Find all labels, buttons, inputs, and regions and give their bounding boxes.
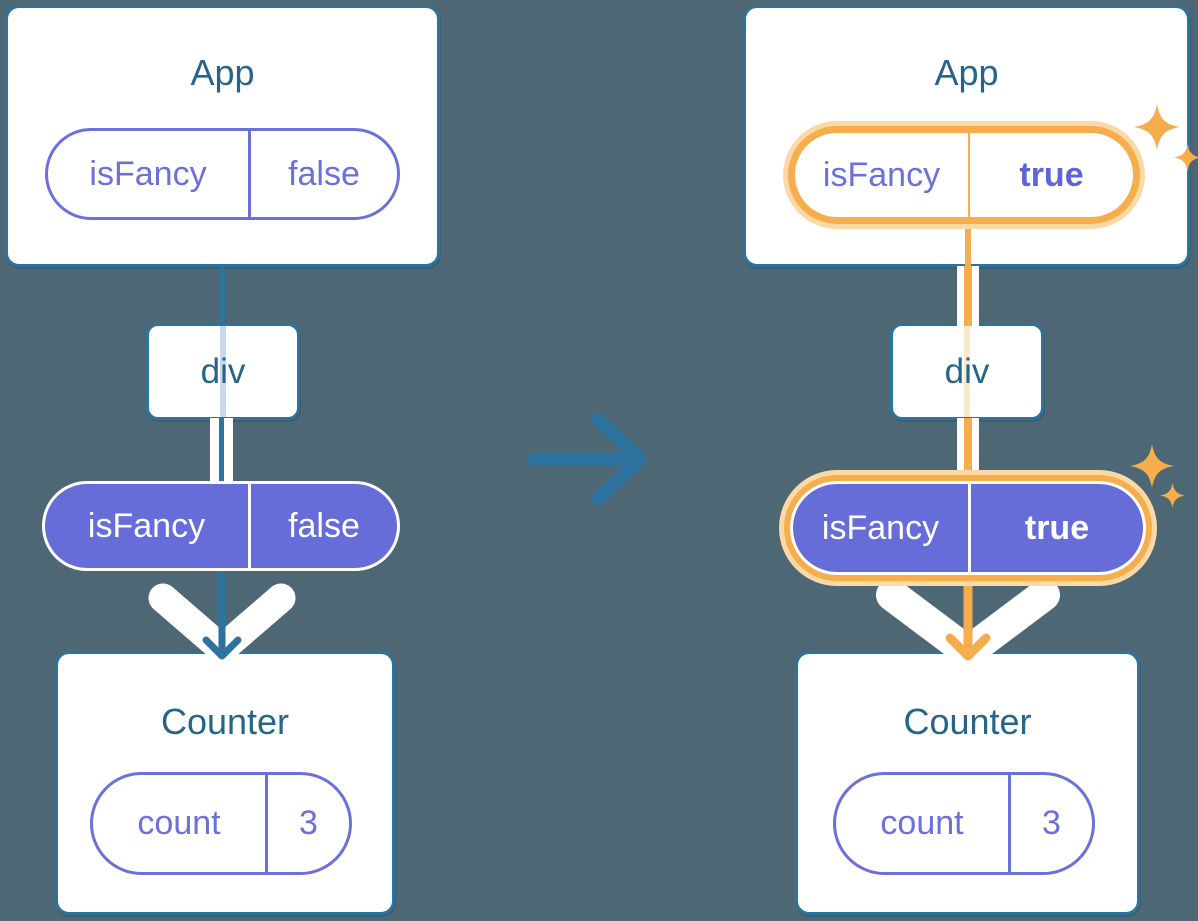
before-div-box: div bbox=[146, 323, 300, 420]
down-arrow-icon bbox=[876, 570, 1060, 668]
prop-key: isFancy bbox=[48, 131, 251, 217]
prop-value: true bbox=[1024, 508, 1090, 547]
state-value: 3 bbox=[299, 804, 318, 842]
after-app-title: App bbox=[934, 52, 999, 93]
after-prop-pill-highlighted: isFancy true bbox=[790, 481, 1146, 575]
before-div-label: div bbox=[200, 351, 246, 391]
before-app-prop-pill: isFancy false bbox=[45, 128, 400, 220]
after-div-box: div bbox=[890, 323, 1044, 420]
prop-key: isFancy bbox=[793, 484, 971, 572]
sparkle-icon bbox=[1134, 104, 1180, 150]
right-arrow-icon bbox=[527, 412, 647, 506]
before-div-prop-connector bbox=[210, 418, 233, 482]
after-div-label: div bbox=[944, 351, 990, 391]
sparkle-icon bbox=[1174, 144, 1198, 171]
after-div-prop-trace bbox=[964, 326, 970, 417]
before-app-div-connector bbox=[220, 265, 225, 325]
prop-key: isFancy bbox=[795, 133, 970, 217]
after-counter-state-pill: count 3 bbox=[833, 772, 1095, 875]
sparkle-icon bbox=[1160, 483, 1185, 508]
prop-value: false bbox=[288, 154, 360, 193]
prop-value: true bbox=[1019, 155, 1084, 194]
after-app-stem bbox=[965, 222, 971, 268]
after-app-box: App isFancy true bbox=[743, 5, 1190, 267]
state-key: count bbox=[836, 775, 1011, 872]
state-key: count bbox=[93, 775, 268, 872]
sparkle-icon bbox=[1130, 444, 1174, 488]
after-counter-title: Counter bbox=[903, 701, 1032, 742]
before-div-prop-trace bbox=[220, 326, 226, 417]
before-app-title: App bbox=[190, 52, 255, 93]
prop-value: false bbox=[288, 506, 360, 545]
state-value: 3 bbox=[1042, 804, 1061, 842]
after-app-div-connector bbox=[957, 266, 979, 326]
before-app-box: App isFancy false bbox=[5, 5, 440, 267]
before-counter-box: Counter count 3 bbox=[55, 651, 395, 915]
after-counter-box: Counter count 3 bbox=[795, 651, 1140, 915]
before-counter-title: Counter bbox=[160, 701, 290, 742]
prop-key: isFancy bbox=[45, 484, 251, 568]
after-app-prop-pill-highlighted: isFancy true bbox=[788, 126, 1140, 224]
before-prop-pill: isFancy false bbox=[42, 481, 400, 571]
down-arrow-icon bbox=[148, 566, 296, 664]
after-div-prop-connector bbox=[957, 418, 979, 482]
before-counter-state-pill: count 3 bbox=[90, 772, 352, 875]
